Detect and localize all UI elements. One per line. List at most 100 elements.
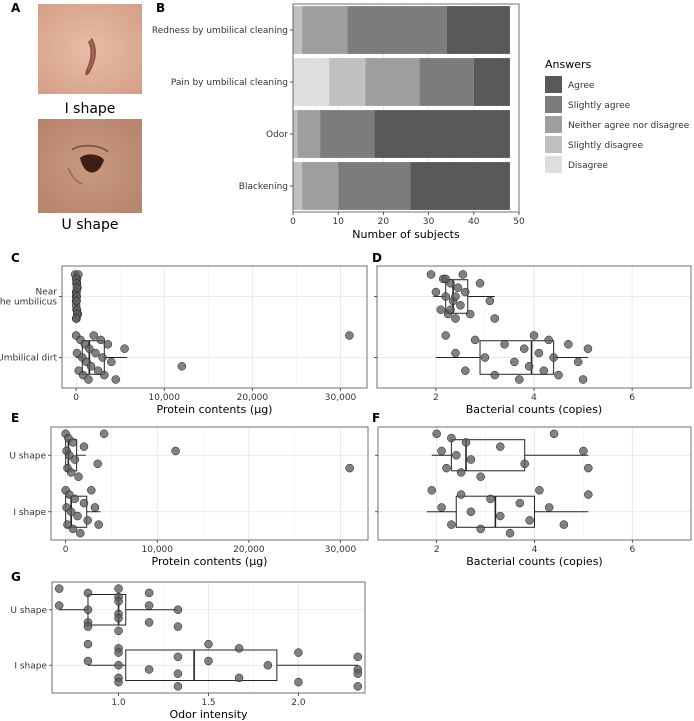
x-tick-label: 4 <box>532 545 538 555</box>
data-point <box>452 451 461 460</box>
data-point <box>173 669 183 678</box>
data-point <box>453 283 463 292</box>
legend-swatch <box>545 96 562 113</box>
y-tick-label: Pain by umbilical cleaning <box>171 78 288 88</box>
x-tick-label: 30,000 <box>325 545 357 555</box>
data-point <box>466 507 476 516</box>
legend-label: Agree <box>568 81 595 91</box>
x-axis-label: Bacterial counts (copies) <box>466 555 602 568</box>
data-point <box>144 588 154 598</box>
photo-i-shape <box>38 4 142 94</box>
x-tick-label: 2.0 <box>291 698 306 708</box>
data-point <box>451 314 460 323</box>
data-point <box>294 677 303 687</box>
data-point <box>114 626 123 636</box>
data-point <box>114 613 123 623</box>
data-point <box>96 335 106 345</box>
photo-u-label: U shape <box>62 217 119 233</box>
data-point <box>436 305 446 314</box>
data-point <box>549 429 559 439</box>
x-tick-label: 30 <box>423 217 435 227</box>
data-point <box>90 503 100 512</box>
data-point <box>94 520 103 529</box>
data-point <box>353 682 363 691</box>
photo-u-shape <box>38 119 142 213</box>
data-point <box>114 648 123 657</box>
x-tick-label: 2 <box>433 393 439 403</box>
data-point <box>71 314 81 323</box>
data-point <box>578 375 588 384</box>
data-point <box>496 511 505 521</box>
x-tick-label: 0 <box>63 545 69 555</box>
x-axis-label: Bacterial counts (copies) <box>466 403 602 416</box>
data-point <box>461 287 470 297</box>
data-point <box>525 516 534 525</box>
data-point <box>510 357 519 367</box>
data-point <box>437 446 446 456</box>
x-tick-label: 0 <box>73 393 79 403</box>
data-point <box>490 314 499 323</box>
data-point <box>70 455 80 464</box>
x-tick-label: 20 <box>378 217 390 227</box>
data-point <box>447 433 456 443</box>
panel-label-b: B <box>156 1 165 15</box>
data-point <box>54 601 64 610</box>
box <box>450 439 526 472</box>
data-point <box>173 622 183 631</box>
data-point <box>544 503 554 512</box>
data-point <box>456 490 466 499</box>
data-point <box>173 652 183 662</box>
data-point <box>486 494 495 504</box>
data-point <box>458 270 468 279</box>
panel-label-d: D <box>372 251 382 265</box>
data-point <box>99 429 109 439</box>
data-point <box>72 296 81 306</box>
data-point <box>524 362 534 371</box>
x-axis-label: Odor intensity <box>169 708 248 721</box>
panel-label-a: A <box>11 1 21 15</box>
data-point <box>432 429 441 439</box>
box <box>125 649 278 682</box>
y-tick-label: Umbilical dirt <box>0 354 57 364</box>
bar-segment <box>410 162 510 210</box>
data-point <box>120 344 129 353</box>
x-tick-label: 4 <box>531 393 537 403</box>
y-tick-label: U shape <box>9 451 46 461</box>
bar-segment <box>347 6 447 54</box>
bar-segment <box>293 162 303 210</box>
data-point <box>83 605 93 614</box>
x-axis-label: Number of subjects <box>352 228 460 241</box>
panel-label-g: G <box>11 570 21 584</box>
data-point <box>475 279 485 288</box>
data-point <box>496 442 505 451</box>
data-point <box>480 353 490 362</box>
bar-segment <box>365 58 420 106</box>
legend-swatch <box>545 76 562 93</box>
plot-area <box>62 266 367 388</box>
bar-segment <box>419 58 474 106</box>
data-point <box>68 524 78 534</box>
data-point <box>74 472 83 481</box>
y-tick-label: I shape <box>14 661 47 671</box>
data-point <box>554 370 563 380</box>
bar-segment <box>446 6 510 54</box>
data-point <box>476 472 485 481</box>
data-point <box>98 353 107 362</box>
data-point <box>446 305 455 314</box>
data-point <box>54 584 64 593</box>
x-tick-label: 6 <box>629 545 635 555</box>
bar-segment <box>320 110 375 158</box>
data-point <box>451 292 460 301</box>
plot-frame <box>61 265 368 389</box>
y-tick-label: Blackening <box>239 182 288 192</box>
data-point <box>579 446 588 456</box>
legend-swatch <box>545 156 562 173</box>
data-point <box>84 375 93 384</box>
data-point <box>73 511 82 521</box>
panel-label-e: E <box>11 411 19 425</box>
data-point <box>144 665 154 674</box>
data-point <box>353 669 363 678</box>
